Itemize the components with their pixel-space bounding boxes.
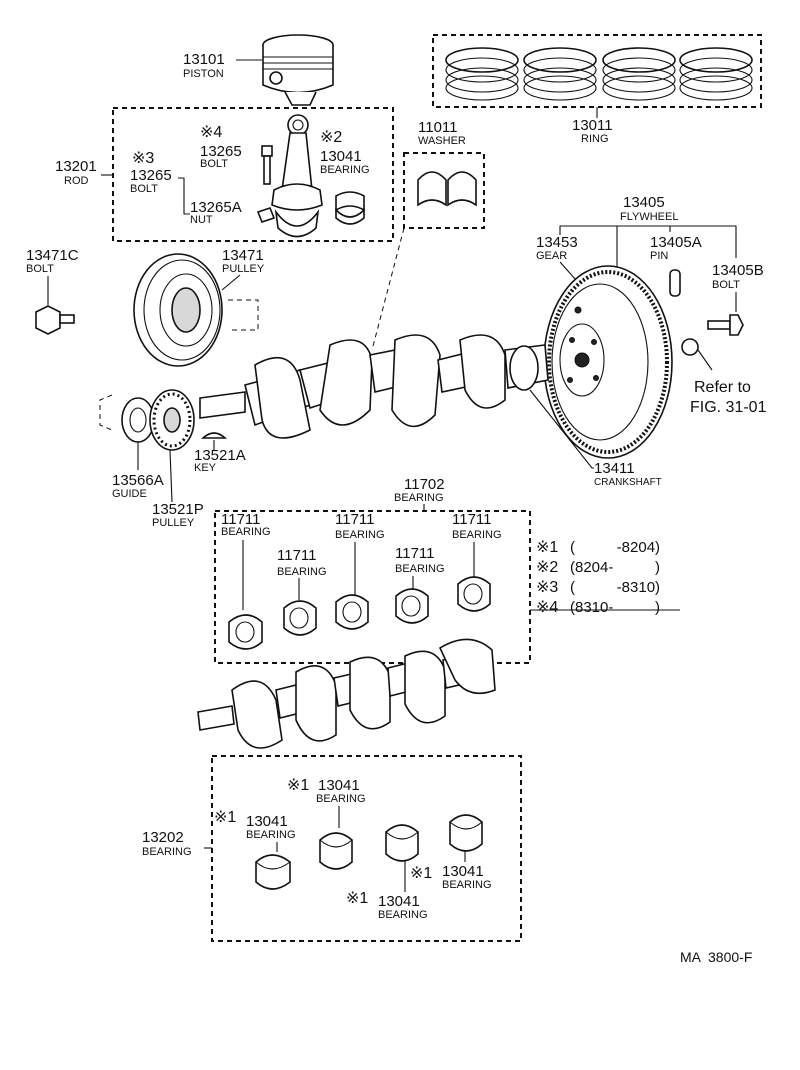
conrod-bearing-1-number: 13041: [318, 777, 360, 794]
serial-range-legend: ※1 ( -8204) ※2 (8204- ) ※3 ( -8310) ※4 (…: [536, 539, 660, 616]
main-bearing-4-number: 11711: [277, 547, 317, 564]
rod-nut-label: NUT: [190, 214, 213, 226]
guide-number: 13566A: [112, 472, 164, 489]
rod-bearing-mark: ※2: [320, 129, 342, 146]
rod-label: ROD: [64, 175, 89, 187]
piston-illustration: [262, 34, 334, 106]
legend-range-2: (8204- ): [570, 559, 660, 576]
pin-number: 13405A: [650, 234, 702, 251]
pulley-bolt-illustration: [35, 305, 75, 335]
conrod-bearing-shells-illustration: [255, 814, 483, 890]
timing-pulley-number: 13521P: [152, 501, 204, 518]
crankshaft-lower-illustration: [197, 638, 496, 749]
timing-pulley-label: PULLEY: [152, 517, 195, 529]
connecting-rod-illustration: [256, 114, 365, 238]
crankshaft-label: CRANKSHAFT: [594, 477, 662, 488]
flywheel-bolt-label: BOLT: [712, 279, 740, 291]
piston-label: PISTON: [183, 68, 224, 80]
figure-code: MA 3800-F: [680, 949, 752, 965]
refer-line2: FIG. 31-01: [690, 399, 767, 416]
main-bearing-1-label: BEARING: [221, 526, 271, 538]
legend-range-4: (8310- ): [570, 599, 660, 616]
main-bearing-set-label: BEARING: [394, 492, 444, 504]
pin-illustration: [669, 269, 681, 297]
rod-bolt-label: BOLT: [200, 158, 228, 170]
crankshaft-number: 13411: [594, 460, 635, 477]
main-bearing-3-label: BEARING: [452, 529, 502, 541]
conrod-bearing-4-number: 13041: [378, 893, 420, 910]
conrod-bearing-3-mark: ※1: [410, 865, 432, 882]
key-number: 13521A: [194, 447, 246, 464]
conrod-bearing-2-number: 13041: [246, 813, 288, 830]
flywheel-label: FLYWHEEL: [620, 211, 678, 223]
pulley-number: 13471: [222, 247, 264, 264]
pulley-bolt-number: 13471C: [26, 247, 79, 264]
piston-number: 13101: [183, 51, 225, 68]
key-label: KEY: [194, 462, 217, 474]
washer-box: [403, 152, 485, 229]
guide-label: GUIDE: [112, 488, 147, 500]
pulley-label: PULLEY: [222, 263, 265, 275]
conrod-bearing-4-label: BEARING: [378, 909, 428, 921]
piston-rings-illustration: [445, 47, 753, 101]
legend-mark-4: ※4: [536, 599, 558, 616]
rod-bolt-alt-number: 13265: [130, 167, 172, 184]
gear-label: GEAR: [536, 250, 567, 262]
refer-line1: Refer to: [694, 379, 751, 396]
rod-bearing-label: BEARING: [320, 164, 370, 176]
main-bearing-1-number: 11711: [221, 511, 261, 528]
conrod-bearing-2-label: BEARING: [246, 829, 296, 841]
legend-range-3: ( -8310): [570, 579, 660, 596]
rod-bolt-number: 13265: [200, 143, 242, 160]
conrod-bearing-2-mark: ※1: [214, 809, 236, 826]
flywheel-washer-icon: [681, 338, 699, 356]
conrod-bearing-1-mark: ※1: [287, 777, 309, 794]
conrod-bearing-3-number: 13041: [442, 863, 484, 880]
flywheel-bolt-illustration: [707, 314, 744, 336]
gear-number: 13453: [536, 234, 578, 251]
main-bearing-shells-illustration: [228, 576, 491, 650]
legend-mark-1: ※1: [536, 539, 558, 556]
main-bearing-5-number: 11711: [395, 545, 435, 562]
main-bearing-2-label: BEARING: [335, 529, 385, 541]
ring-set-box: [432, 34, 762, 108]
rod-bolt-alt-mark: ※3: [132, 150, 154, 167]
rod-number: 13201: [55, 158, 97, 175]
conrod-bearing-set-label: BEARING: [142, 846, 192, 858]
timing-pulley-illustration: [149, 389, 195, 451]
rod-bolt-alt-label: BOLT: [130, 183, 158, 195]
crankshaft-illustration: [199, 334, 549, 439]
flywheel-bolt-number: 13405B: [712, 262, 764, 279]
key-illustration: [200, 432, 228, 439]
main-bearing-5-label: BEARING: [395, 563, 445, 575]
flywheel-illustration: [543, 265, 673, 459]
legend-range-1: ( -8204): [570, 539, 660, 556]
crankshaft-pulley-illustration: [133, 253, 259, 367]
rod-nut-number: 13265A: [190, 199, 242, 216]
flywheel-number: 13405: [623, 194, 665, 211]
rod-bolt-mark: ※4: [200, 124, 222, 141]
ring-number: 13011: [572, 117, 613, 134]
washer-label: WASHER: [418, 135, 466, 147]
rod-bearing-number: 13041: [320, 148, 362, 165]
conrod-bearing-4-mark: ※1: [346, 890, 368, 907]
conrod-bearing-1-label: BEARING: [316, 793, 366, 805]
ring-label: RING: [581, 133, 609, 145]
conrod-bearing-3-label: BEARING: [442, 879, 492, 891]
pin-label: PIN: [650, 250, 668, 262]
main-bearing-4-label: BEARING: [277, 566, 327, 578]
main-bearing-3-number: 11711: [452, 511, 492, 528]
washer-number: 11011: [418, 119, 458, 136]
pulley-bolt-label: BOLT: [26, 263, 54, 275]
legend-mark-3: ※3: [536, 579, 558, 596]
thrust-washer-illustration: [417, 171, 477, 207]
main-bearing-set-number: 11702: [404, 476, 445, 493]
conrod-bearing-set-number: 13202: [142, 829, 184, 846]
legend-mark-2: ※2: [536, 559, 558, 576]
main-bearing-2-number: 11711: [335, 511, 375, 528]
